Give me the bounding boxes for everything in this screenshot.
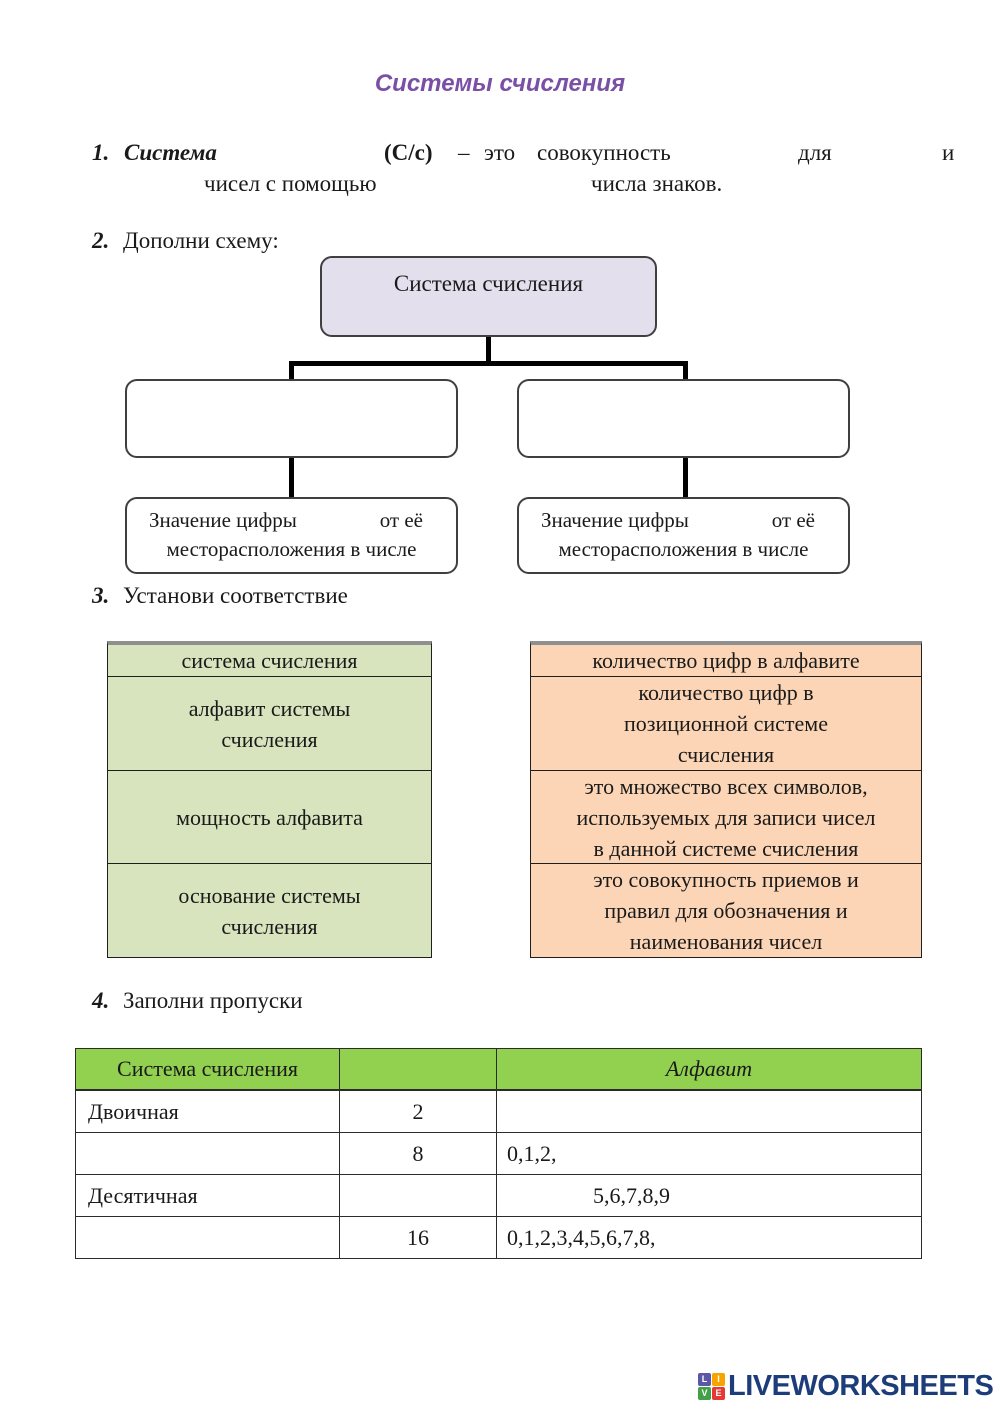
leaf-text-line2: месторасположения в числе (558, 537, 809, 561)
q1-blank-gap-2[interactable] (695, 142, 790, 168)
cell-system-name-blank[interactable] (76, 1133, 340, 1174)
match-table-definitions: количество цифр в алфавите количество ци… (530, 641, 922, 958)
diagram-stub2-right (683, 458, 688, 497)
q1-word-eto: это (484, 140, 516, 165)
diagram-root-box: Система счисления (320, 256, 657, 337)
cell-alphabet-blank[interactable] (497, 1091, 921, 1132)
match-definition-item[interactable]: количество цифр в алфавите (592, 648, 860, 673)
diagram-trunk-line (486, 337, 491, 363)
table-row: Десятичная 5,6,7,8,9 (76, 1174, 921, 1216)
q1-line2-part1: чисел с помощью (204, 171, 377, 196)
liveworksheets-logo[interactable]: L I V E LIVEWORKSHEETS (698, 1370, 994, 1403)
logo-tile-e: E (712, 1387, 725, 1400)
leaf-text-part1: Значение цифры (541, 508, 689, 532)
q1-term: Система (124, 140, 217, 165)
diagram-leaf-box-right: Значение цифры от её месторасположения в… (517, 497, 850, 574)
q1-abbr: (С/с) (384, 140, 433, 165)
q1-word-dlya: для (798, 140, 832, 165)
table-row: 8 0,1,2, (76, 1132, 921, 1174)
logo-tile-v: V (698, 1387, 711, 1400)
liveworksheets-logo-icon: L I V E (698, 1373, 725, 1400)
cell-system-name: Двоичная (76, 1091, 340, 1132)
header-alphabet: Алфавит (665, 1056, 753, 1081)
table-row: 16 0,1,2,3,4,5,6,7,8, (76, 1216, 921, 1258)
q3-number: 3. (92, 583, 110, 608)
cell-base: 2 (340, 1091, 497, 1132)
leaf-text-part1: Значение цифры (149, 508, 297, 532)
cell-system-name-blank[interactable] (76, 1217, 340, 1258)
q1-number: 1. (92, 140, 110, 165)
diagram-stub2-left (289, 458, 294, 497)
diagram-stub-right (683, 366, 688, 379)
q2-label: Дополни схему: (123, 228, 279, 253)
match-table-terms: система счисления алфавит системы счисле… (107, 641, 432, 958)
cell-base: 8 (340, 1133, 497, 1174)
q1-blank-gap-4[interactable] (415, 173, 583, 199)
liveworksheets-logo-text: LIVEWORKSHEETS (728, 1370, 994, 1402)
cell-alphabet-partial[interactable]: 0,1,2, (507, 1140, 557, 1166)
table-row: Двоичная 2 (76, 1090, 921, 1132)
diagram-stub-left (289, 366, 294, 379)
q1-dash: – (458, 140, 470, 165)
q2-number: 2. (92, 228, 110, 253)
header-base-empty (340, 1049, 497, 1089)
leaf-text-part2: от её (771, 508, 815, 532)
q1-word-sovokupnost: совокупность (537, 140, 671, 165)
cell-system-name: Десятичная (76, 1175, 340, 1216)
q1-line2-part2: числа знаков. (591, 171, 723, 196)
diagram-empty-box-right[interactable] (517, 379, 850, 458)
cell-alphabet-partial[interactable]: 5,6,7,8,9 (593, 1182, 670, 1208)
table-header-row: Система счисления Алфавит (76, 1049, 921, 1090)
match-definition-item[interactable]: это совокупность приемов и правил для об… (531, 863, 921, 957)
match-definition-item[interactable]: количество цифр в позиционной системе сч… (531, 676, 921, 770)
q4-label: Заполни пропуски (123, 988, 303, 1013)
diagram-horizontal-line (289, 361, 688, 366)
q1-blank-gap-3[interactable] (848, 142, 933, 168)
q1-word-i: и (942, 140, 955, 165)
match-term-item[interactable]: система счисления (181, 648, 358, 673)
page-title: Системы счисления (374, 70, 626, 97)
match-term-item[interactable]: основание системы счисления (108, 863, 431, 957)
q3-label: Установи соответствие (123, 583, 348, 608)
q1-blank-gap-1[interactable] (245, 142, 375, 168)
cell-base-blank[interactable] (340, 1175, 497, 1216)
cell-base: 16 (340, 1217, 497, 1258)
match-term-item[interactable]: алфавит системы счисления (108, 676, 431, 770)
number-systems-table: Система счисления Алфавит Двоичная 2 8 0… (75, 1048, 922, 1259)
logo-tile-l: L (698, 1373, 711, 1386)
q4-number: 4. (92, 988, 110, 1013)
logo-tile-i: I (712, 1373, 725, 1386)
leaf-text-part2: от её (379, 508, 423, 532)
header-system: Система счисления (76, 1049, 340, 1089)
leaf-text-line2: месторасположения в числе (166, 537, 417, 561)
diagram-leaf-box-left: Значение цифры от её месторасположения в… (125, 497, 458, 574)
cell-alphabet-partial[interactable]: 0,1,2,3,4,5,6,7,8, (507, 1224, 656, 1250)
match-definition-item[interactable]: это множество всех символов, используемы… (531, 770, 921, 863)
diagram-empty-box-left[interactable] (125, 379, 458, 458)
match-term-item[interactable]: мощность алфавита (108, 770, 431, 863)
